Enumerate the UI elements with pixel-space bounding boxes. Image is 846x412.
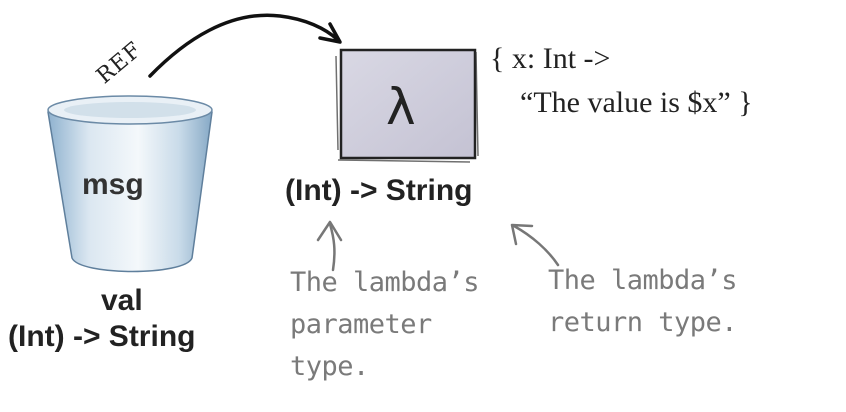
return-arrowhead bbox=[510, 223, 534, 246]
lambda-symbol: λ bbox=[386, 78, 416, 136]
variable-cup bbox=[47, 95, 213, 273]
variable-name: msg bbox=[82, 168, 144, 201]
return-arrow bbox=[512, 224, 560, 267]
parameter-annotation: The lambda’s parameter type. bbox=[290, 262, 480, 388]
lambda-type: (Int) -> String bbox=[285, 174, 473, 207]
parameter-arrowhead bbox=[316, 220, 343, 242]
parameter-arrow bbox=[328, 222, 336, 272]
lambda-object-box bbox=[335, 48, 479, 163]
return-annotation-line2: return type. bbox=[548, 307, 738, 338]
lambda-code-line1: { x: Int -> bbox=[490, 42, 611, 75]
variable-keyword: val bbox=[101, 284, 143, 317]
lambda-code-line2: “The value is $x” } bbox=[520, 86, 753, 119]
parameter-annotation-line2: parameter bbox=[290, 309, 432, 340]
ref-arrow bbox=[148, 13, 340, 78]
ref-arrowhead bbox=[318, 22, 342, 44]
return-annotation-line1: The lambda’s bbox=[548, 265, 738, 296]
parameter-annotation-line3: type. bbox=[290, 351, 369, 382]
parameter-annotation-line1: The lambda’s bbox=[290, 267, 480, 298]
return-annotation: The lambda’s return type. bbox=[548, 260, 738, 344]
variable-type: (Int) -> String bbox=[8, 320, 196, 353]
